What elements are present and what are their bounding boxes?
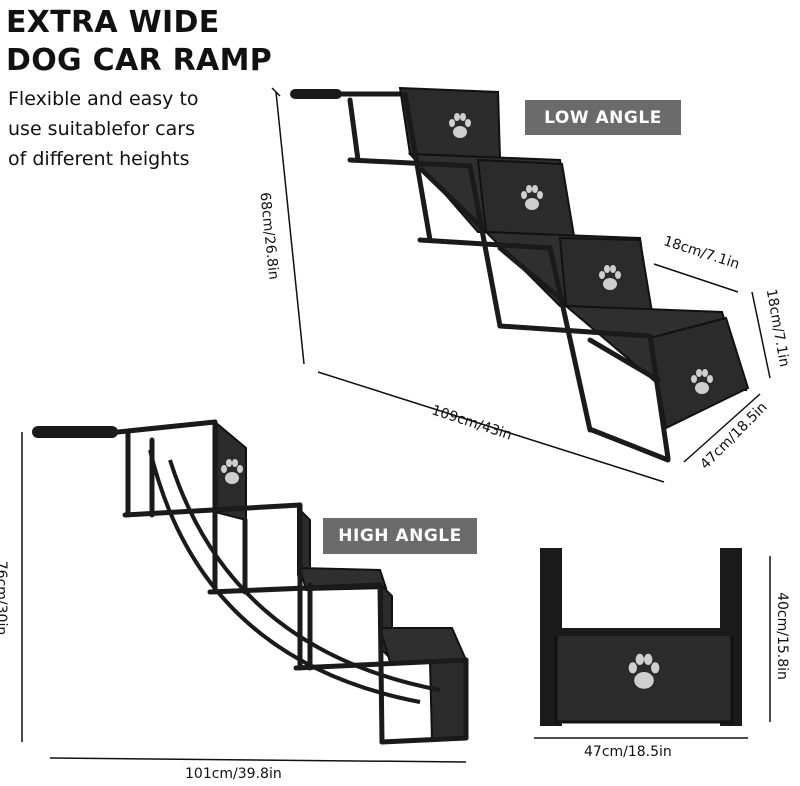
high-height-label: 76cm/30in [0, 560, 10, 636]
low-angle-badge: LOW ANGLE [525, 100, 681, 135]
folded-height-label: 40cm/15.8in [773, 592, 790, 680]
subtitle-line-2: use suitablefor cars [8, 118, 195, 140]
high-length-label: 101cm/39.8in [185, 766, 282, 782]
product-title: EXTRA WIDE DOG CAR RAMP [6, 4, 272, 80]
subtitle-line-3: of different heights [8, 148, 190, 170]
folded-width-label: 47cm/18.5in [584, 744, 672, 760]
folded-ramp [540, 548, 742, 726]
high-angle-ramp [32, 419, 469, 745]
title-line-2: DOG CAR RAMP [6, 43, 273, 78]
high-angle-badge: HIGH ANGLE [323, 518, 477, 554]
product-subtitle: Flexible and easy to use suitablefor car… [8, 84, 199, 174]
dimension-arrows [21, 87, 771, 763]
subtitle-line-1: Flexible and easy to [8, 88, 199, 110]
title-line-1: EXTRA WIDE [6, 5, 220, 40]
low-angle-ramp [290, 86, 750, 463]
